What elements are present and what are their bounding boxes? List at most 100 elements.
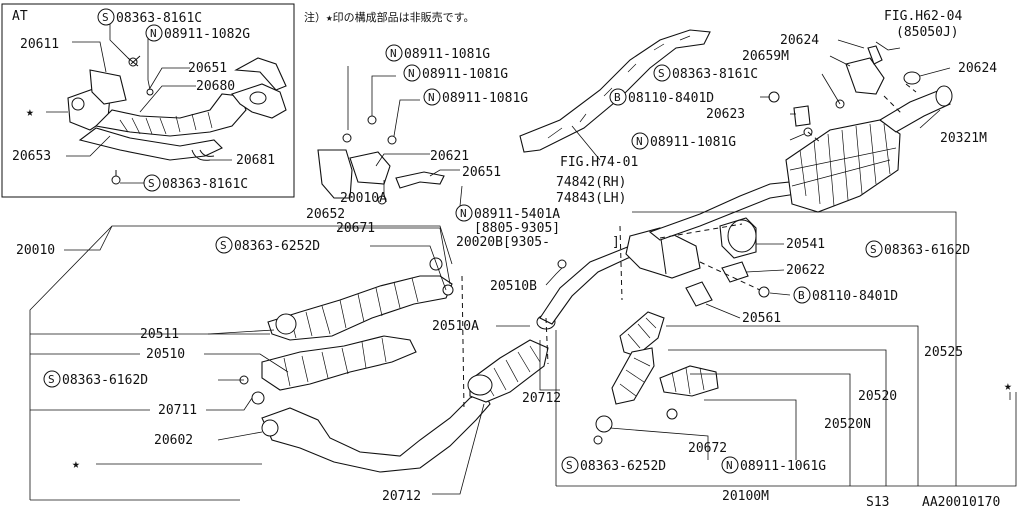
main-label-46: 20672	[688, 441, 727, 456]
main-label-39: 20622	[786, 263, 825, 278]
main-label-44: 20520	[858, 389, 897, 404]
main-label-45: 20520N	[824, 417, 871, 432]
main-label-40-badge	[793, 286, 811, 304]
inset-label-3: 20651	[188, 61, 227, 76]
main-label-17: 20510	[146, 347, 185, 362]
main-label-3: 20621	[430, 149, 469, 164]
main-label-34: 20623	[706, 107, 745, 122]
section-code: S13	[866, 495, 889, 510]
main-label-19: 20711	[158, 403, 197, 418]
main-label-7-badge-letter: N	[460, 207, 467, 220]
inset-label-6: 20653	[12, 149, 51, 164]
inset-label-0-badge	[97, 8, 115, 26]
main-label-47: 08363-6252D	[580, 459, 666, 474]
main-label-27: 20624	[780, 33, 819, 48]
main-label-32-badge-letter: S	[658, 67, 665, 80]
main-drawing	[239, 29, 953, 473]
main-label-32-badge	[653, 64, 671, 82]
main-label-37: 20541	[786, 237, 825, 252]
inset-manifold-drawing	[67, 55, 287, 185]
inset-label-1-badge-letter: N	[150, 27, 157, 40]
main-label-1: 08911-1081G	[422, 67, 508, 82]
main-label-13: 08363-6252D	[234, 239, 320, 254]
main-label-18: 08363-6162D	[62, 373, 148, 388]
main-label-33-badge-letter: B	[614, 91, 621, 104]
main-label-13-badge	[215, 236, 233, 254]
inset-title: AT	[12, 9, 28, 24]
main-label-38-badge-letter: S	[870, 243, 877, 256]
inset-label-0: 08363-8161C	[116, 11, 202, 26]
main-label-48-badge-letter: N	[726, 459, 733, 472]
main-label-13-badge-letter: S	[220, 239, 227, 252]
main-label-48: 08911-1061G	[740, 459, 826, 474]
inset-label-0-badge-letter: S	[102, 11, 109, 24]
main-label-8: [8805-9305]	[474, 221, 560, 236]
main-label-20: 20712	[522, 391, 561, 406]
main-label-1-badge-letter: N	[408, 67, 415, 80]
main-label-38: 08363-6162D	[884, 243, 970, 258]
main-label-0-badge-letter: N	[390, 47, 397, 60]
inset-label-7: 20681	[236, 153, 275, 168]
inset-label-8-badge-letter: S	[148, 177, 155, 190]
main-label-1-badge	[403, 64, 421, 82]
inset-leaders	[46, 18, 232, 184]
main-label-7-badge	[455, 204, 473, 222]
main-label-15: 20511	[140, 327, 179, 342]
main-label-0: 08911-1081G	[404, 47, 490, 62]
main-label-24: FIG.H74-01	[560, 155, 638, 170]
main-label-2-badge	[423, 88, 441, 106]
main-label-0-badge	[385, 44, 403, 62]
main-label-42: 20525	[924, 345, 963, 360]
main-label-36: 08911-1081G	[650, 135, 736, 150]
note-text: 注）★印の構成部品は非販売です。	[304, 10, 475, 24]
inset-label-8: 08363-8161C	[162, 177, 248, 192]
main-label-43: ★	[1004, 379, 1012, 394]
inset-label-1-badge	[145, 24, 163, 42]
main-label-40: 08110-8401D	[812, 289, 898, 304]
main-label-14: 20510B	[490, 279, 537, 294]
main-label-33-badge	[609, 88, 627, 106]
inset-label-4: 20680	[196, 79, 235, 94]
main-label-41: 20561	[742, 311, 781, 326]
main-label-48-badge	[721, 456, 739, 474]
figure-code: AA20010170	[922, 495, 1000, 510]
main-label-30: 20659M	[742, 49, 789, 64]
main-label-9: 20020B[9305-	[456, 235, 550, 250]
main-label-35: 20321M	[940, 131, 987, 146]
main-label-12: 20671	[336, 221, 375, 236]
main-label-38-badge	[865, 240, 883, 258]
main-label-31: 20624	[958, 61, 997, 76]
main-label-2-badge-letter: N	[428, 91, 435, 104]
main-label-18-badge-letter: S	[48, 373, 55, 386]
main-label-47-badge	[561, 456, 579, 474]
at-inset-frame	[1, 3, 295, 198]
main-label-10: ]	[612, 235, 620, 250]
main-label-49: 20100M	[722, 489, 769, 504]
main-label-28: FIG.H62-04	[884, 9, 962, 24]
main-label-22: ★	[72, 457, 80, 472]
main-label-36-badge	[631, 132, 649, 150]
main-label-6: 20652	[306, 207, 345, 222]
main-label-23: 20712	[382, 489, 421, 504]
main-label-2: 08911-1081G	[442, 91, 528, 106]
main-label-5: 20010A	[340, 191, 387, 206]
inset-label-8-badge	[143, 174, 161, 192]
main-label-40-badge-letter: B	[798, 289, 805, 302]
main-label-26: 74843(LH)	[556, 191, 626, 206]
assembly-dashed-lines	[461, 83, 917, 411]
main-label-7: 08911-5401A	[474, 207, 560, 222]
main-label-36-badge-letter: N	[636, 135, 643, 148]
main-label-29: (85050J)	[896, 25, 959, 40]
main-label-21: 20602	[154, 433, 193, 448]
main-leaders	[29, 39, 1017, 501]
main-label-47-badge-letter: S	[566, 459, 573, 472]
main-label-18-badge	[43, 370, 61, 388]
main-label-11: 20010	[16, 243, 55, 258]
part-labels: AT 注）★印の構成部品は非販売です。 S13 AA20010170 S 08363-81…	[12, 8, 1012, 510]
main-label-32: 08363-8161C	[672, 67, 758, 82]
inset-label-1: 08911-1082G	[164, 27, 250, 42]
inset-label-2: 20611	[20, 37, 59, 52]
main-label-33: 08110-8401D	[628, 91, 714, 106]
